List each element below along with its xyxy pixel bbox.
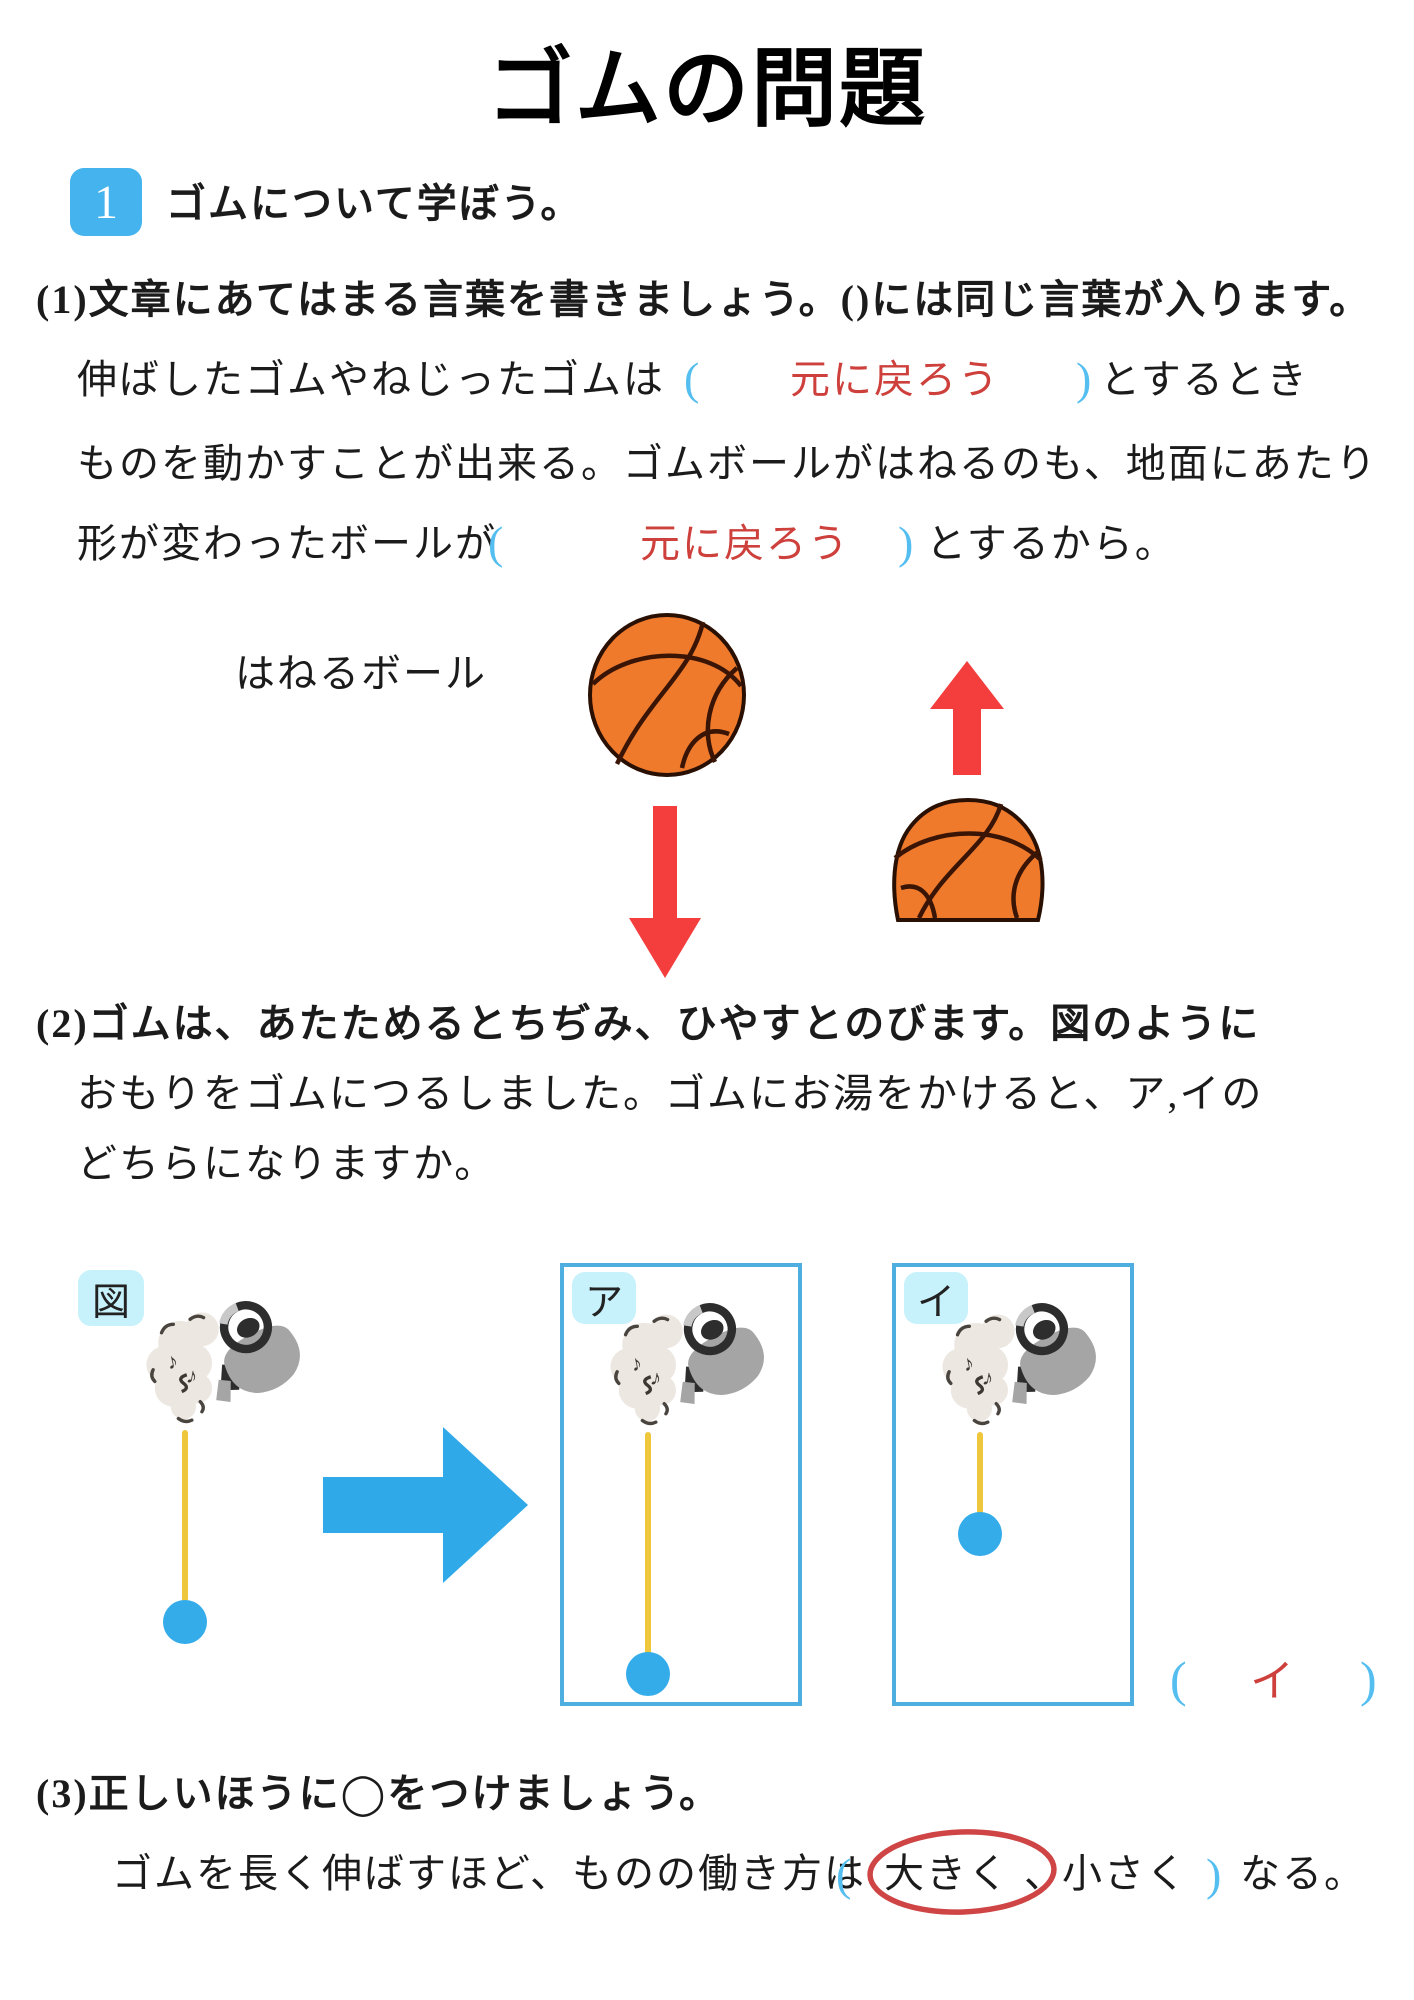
arrow-up-icon (930, 661, 1004, 775)
answer-circle-icon (867, 1829, 1057, 1915)
option-b-label-text: イ (916, 1281, 955, 1324)
section-label: ゴムについて学ぼう。 (166, 181, 583, 226)
q1-blank2-open-paren: ( (488, 517, 504, 568)
basketball-squashed-icon (892, 797, 1045, 922)
figure-label-zu: 図 (78, 1270, 144, 1326)
q1-blank2-answer: 元に戻ろう (640, 521, 850, 566)
kettle-steam-icon (934, 1296, 1119, 1439)
q3-line-post: なる。 (1240, 1851, 1366, 1896)
kettle-steam-icon (602, 1296, 787, 1439)
figure-label-zu-text: 図 (91, 1281, 130, 1324)
q3-open-paren: ( (836, 1849, 852, 1900)
q1-blank1-close-paren: ) (1076, 353, 1092, 404)
q1-blank1-answer: 元に戻ろう (790, 357, 1000, 402)
kettle-steam-icon (138, 1294, 323, 1437)
q1-line1-pre: 伸ばしたゴムやねじったゴムは (77, 357, 665, 402)
q1-header: (1)文章にあてはまる言葉を書きましょう。()には同じ言葉が入ります。 (36, 277, 1372, 322)
q1-blank2-close-paren: ) (898, 517, 914, 568)
q2-answer-text: イ (1250, 1657, 1296, 1706)
q2-line2: おもりをゴムにつるしました。ゴムにお湯をかけると、ア,イの (77, 1071, 1264, 1116)
q3-close-paren: ) (1206, 1849, 1222, 1900)
section-number: 1 (94, 175, 118, 229)
weight-ball (163, 1600, 207, 1644)
q1-line3-pre: 形が変わったボールが (77, 521, 497, 566)
option-b-label: イ (904, 1272, 968, 1324)
arrow-down-icon (629, 806, 701, 978)
section-number-badge: 1 (70, 168, 142, 236)
q2-answer-open-paren: ( (1170, 1651, 1187, 1707)
option-a-label-text: ア (584, 1281, 623, 1324)
option-a-label: ア (572, 1272, 636, 1324)
page-title: ゴムの問題 (487, 41, 927, 137)
q2-line3: どちらになりますか。 (77, 1141, 497, 1186)
q1-blank1-open-paren: ( (684, 353, 700, 404)
weight-ball (626, 1652, 670, 1696)
basketball-icon (588, 613, 746, 777)
q1-line3-post: とするから。 (926, 521, 1177, 566)
weight-ball (958, 1512, 1002, 1556)
q2-header: (2)ゴムは、あたためるとちぢみ、ひやすとのびます。図のように (36, 1001, 1261, 1046)
bouncing-ball-label: はねるボール (235, 651, 487, 696)
q3-choice-small: 小さく (1062, 1851, 1188, 1896)
rubber-band-shrunk (977, 1432, 983, 1516)
q3-header: (3)正しいほうに◯をつけましょう。 (36, 1771, 722, 1816)
rubber-band-stretched (645, 1432, 651, 1656)
q2-answer-close-paren: ) (1360, 1651, 1377, 1707)
rubber-band (182, 1430, 188, 1602)
q3-choice-big: 大きく (884, 1851, 1010, 1896)
arrow-right-icon (323, 1427, 528, 1583)
q1-line2: ものを動かすことが出来る。ゴムボールがはねるのも、地面にあたり (77, 441, 1378, 486)
q3-line-pre: ゴムを長く伸ばすほど、ものの働き方は (112, 1851, 866, 1896)
q1-line1-post: とするとき (1100, 357, 1309, 402)
